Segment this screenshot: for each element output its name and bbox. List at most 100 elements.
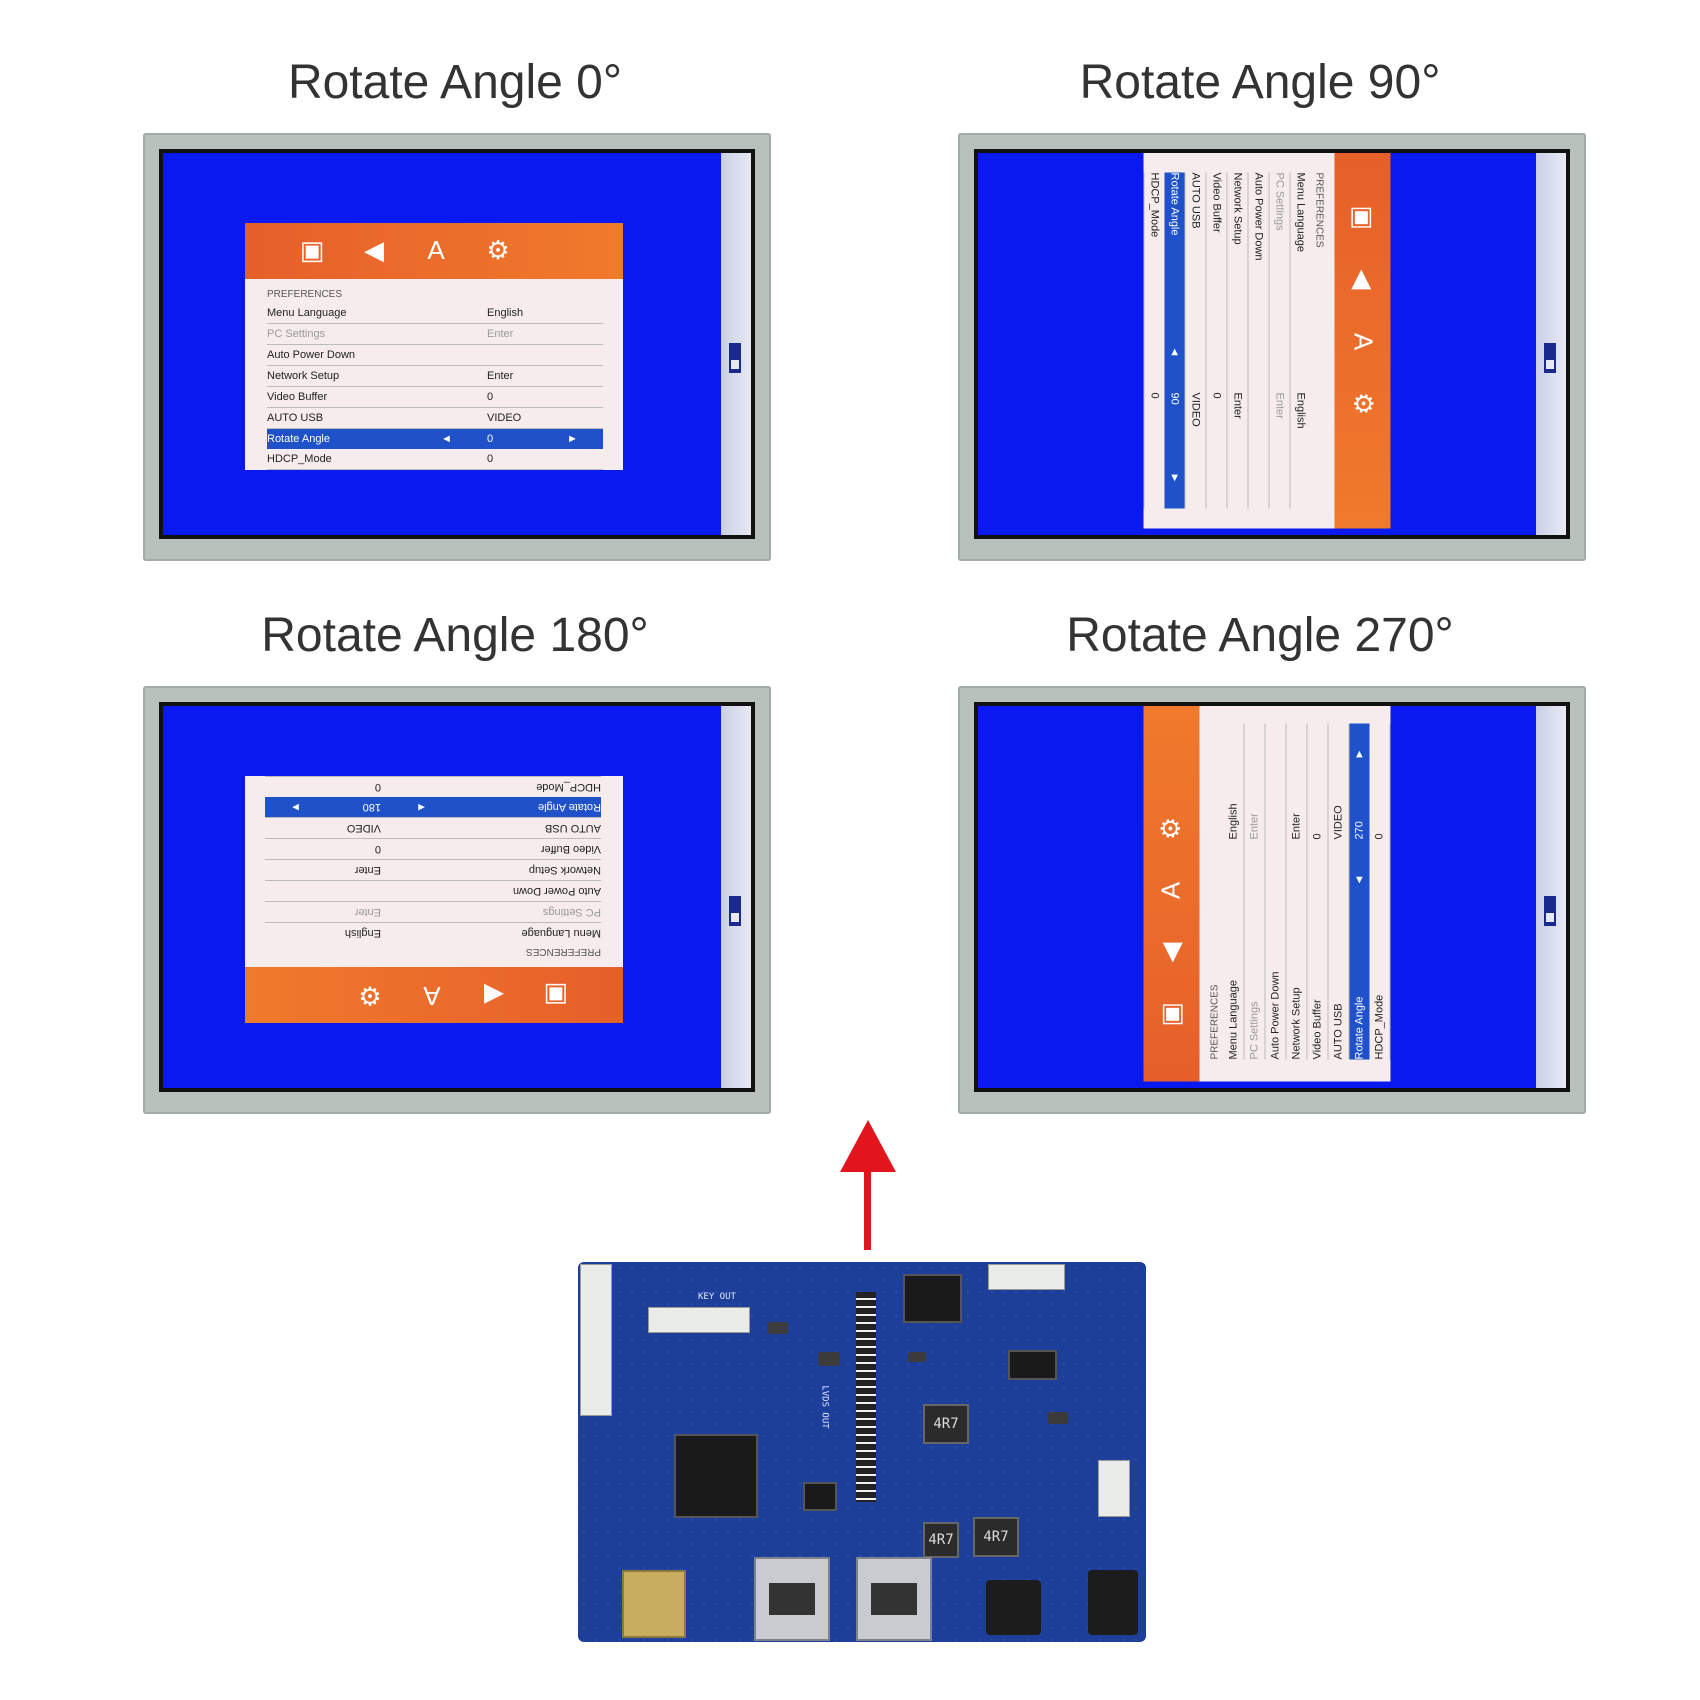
- osd-item-value: 0: [374, 781, 381, 793]
- osd-item-label: AUTO USB: [267, 412, 324, 424]
- osd-section-title: PREFERENCES: [525, 946, 601, 957]
- osd-menu-item[interactable]: Rotate Angle 270 ◄ ►: [1349, 723, 1370, 1060]
- left-arrow-icon[interactable]: ◄: [1353, 874, 1366, 886]
- osd-item-label: AUTO USB: [544, 822, 601, 834]
- caption-rotate-0: Rotate Angle 0°: [287, 56, 623, 109]
- inductor-4r7-c: 4R7: [923, 1522, 959, 1558]
- osd-header: ▣ ◀ A ⚙: [245, 967, 623, 1023]
- osd-item-label: Auto Power Down: [512, 885, 601, 897]
- osd-item-value: 0: [487, 391, 494, 403]
- small-ic: [803, 1482, 837, 1511]
- language-icon[interactable]: A: [423, 981, 441, 1011]
- speaker-icon[interactable]: ◀: [1348, 269, 1379, 290]
- osd-item-label: PC Settings: [1273, 172, 1286, 231]
- picture-icon[interactable]: ▣: [299, 235, 325, 265]
- panel-label-tag: [1544, 343, 1556, 373]
- osd-item-label: Menu Language: [1294, 172, 1307, 253]
- osd-menu-item[interactable]: Auto Power Down: [265, 880, 601, 901]
- hdmi-port: [622, 1570, 686, 1638]
- language-icon[interactable]: A: [1155, 881, 1186, 900]
- osd-menu-item[interactable]: Video Buffer 0: [267, 387, 603, 408]
- gear-icon[interactable]: ⚙: [358, 981, 382, 1011]
- language-icon[interactable]: A: [1348, 332, 1379, 351]
- osd-menu-item[interactable]: Menu Language English: [1223, 723, 1245, 1060]
- osd-item-label: Menu Language: [1227, 979, 1240, 1060]
- osd-header: ▣ ◀ A ⚙: [1334, 153, 1391, 529]
- osd-menu-item[interactable]: Auto Power Down: [267, 345, 603, 366]
- osd-item-value: Enter: [487, 370, 514, 382]
- picture-icon[interactable]: ▣: [543, 981, 569, 1011]
- osd-item-value: Enter: [1290, 813, 1303, 840]
- osd-item-label: Video Buffer: [1210, 172, 1223, 233]
- key-out-connector: [648, 1307, 750, 1333]
- right-arrow-icon[interactable]: ►: [1168, 472, 1181, 484]
- inductor-4r7-b: 4R7: [973, 1517, 1019, 1557]
- osd-item-label: AUTO USB: [1332, 1003, 1345, 1060]
- osd-item-value: VIDEO: [346, 822, 381, 834]
- osd-menu-item[interactable]: AUTO USB VIDEO: [265, 817, 601, 838]
- osd-menu-item[interactable]: Auto Power Down: [1265, 723, 1287, 1060]
- left-arrow-icon[interactable]: ◄: [1168, 346, 1181, 358]
- gear-icon[interactable]: ⚙: [486, 235, 510, 265]
- picture-icon[interactable]: ▣: [1348, 205, 1379, 230]
- osd-section-title: PREFERENCES: [1313, 172, 1325, 248]
- osd-item-value: 0: [487, 433, 494, 445]
- osd-item-value: 90: [1168, 392, 1181, 405]
- osd-item-label: Video Buffer: [1311, 999, 1324, 1060]
- audio-jack: [986, 1580, 1041, 1635]
- osd-item-value: Enter: [1231, 392, 1244, 419]
- osd-item-value: VIDEO: [1189, 392, 1202, 427]
- osd-item-label: PC Settings: [542, 906, 601, 918]
- osd-item-label: Auto Power Down: [1269, 971, 1282, 1060]
- right-arrow-icon[interactable]: ►: [290, 801, 301, 813]
- power-jack: [1088, 1570, 1138, 1635]
- gear-icon[interactable]: ⚙: [1348, 391, 1379, 416]
- osd-item-value: Enter: [354, 864, 381, 876]
- right-arrow-icon[interactable]: ►: [1353, 748, 1366, 760]
- osd-item-value: English: [1227, 803, 1240, 840]
- gear-icon[interactable]: ⚙: [1155, 816, 1186, 841]
- osd-item-value: VIDEO: [1332, 805, 1345, 840]
- speaker-icon[interactable]: ◀: [1155, 942, 1186, 963]
- osd-menu-item[interactable]: Auto Power Down: [1247, 172, 1269, 509]
- language-icon[interactable]: A: [427, 235, 445, 265]
- osd-item-value: 270: [1353, 821, 1366, 840]
- picture-icon[interactable]: ▣: [1155, 1002, 1186, 1027]
- speaker-icon[interactable]: ◀: [484, 981, 504, 1011]
- left-arrow-icon[interactable]: ◄: [416, 801, 427, 813]
- osd-item-label: Rotate Angle: [1353, 996, 1366, 1060]
- inductor-4r7-a: 4R7: [923, 1404, 969, 1444]
- left-arrow-icon[interactable]: ◄: [441, 433, 452, 445]
- osd-menu-item[interactable]: AUTO USB VIDEO: [1328, 723, 1350, 1060]
- osd-item-label: Video Buffer: [267, 391, 328, 403]
- speaker-icon[interactable]: ◀: [364, 235, 384, 265]
- right-arrow-icon[interactable]: ►: [567, 433, 578, 445]
